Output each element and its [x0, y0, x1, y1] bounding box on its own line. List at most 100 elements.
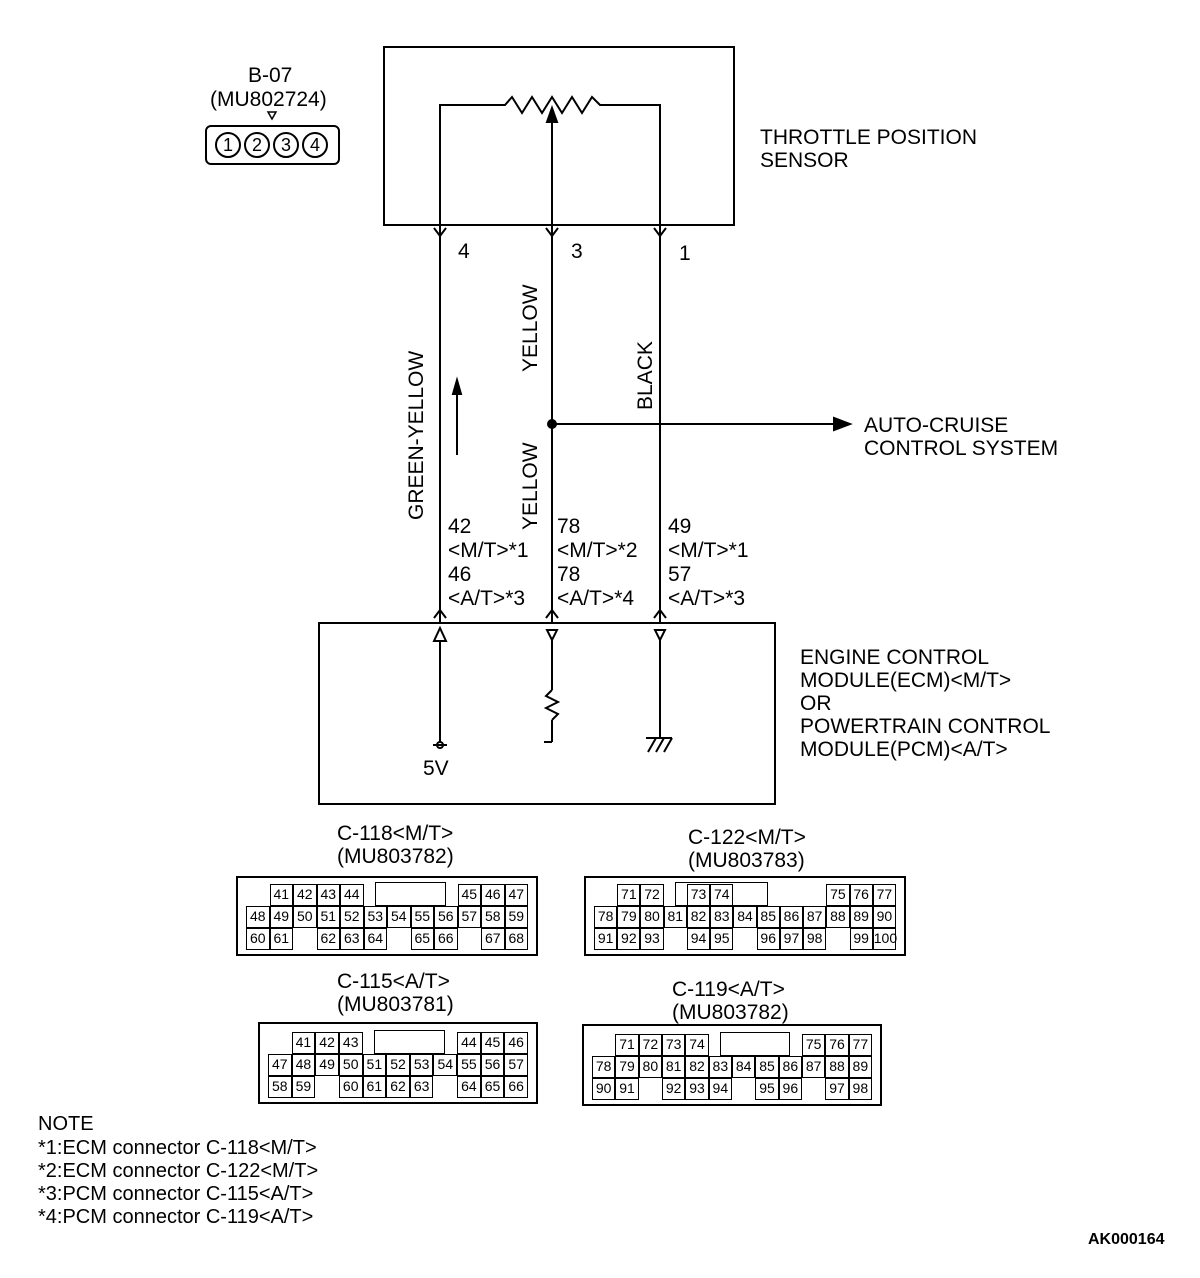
connector-pin-cell: 59 — [504, 906, 528, 928]
connector-pin-cell: 75 — [802, 1034, 826, 1056]
connector-title: C-118<M/T> — [337, 822, 454, 845]
connector-pin-cell: 58 — [481, 906, 505, 928]
ecm-resistor — [543, 689, 561, 721]
connector-pin-cell: 50 — [293, 906, 317, 928]
connector-pin-cell: 81 — [663, 906, 687, 928]
connector-pin-cell: 52 — [340, 906, 364, 928]
note-item: *1:ECM connector C-118<M/T> — [38, 1137, 317, 1159]
connector-pin-cell: 89 — [848, 1056, 872, 1078]
terminal-label: 42 — [448, 515, 472, 538]
connector-pin-cell: 90 — [592, 1078, 616, 1100]
connector-pin-cell: 94 — [708, 1078, 732, 1100]
connector-pin-cell: 49 — [315, 1054, 339, 1076]
connector-pin-cell: 43 — [316, 884, 340, 906]
connector-pin-cell: 66 — [504, 1076, 528, 1098]
auto-cruise-arrow — [833, 416, 853, 432]
connector-title: C-115<A/T> — [337, 970, 450, 993]
connector-pin-cell: 57 — [457, 906, 481, 928]
connector-pin-cell: 93 — [685, 1078, 709, 1100]
connector-pin-cell: 90 — [872, 906, 896, 928]
connector-pin-cell: 88 — [825, 1056, 849, 1078]
connector-pin-cell: 62 — [316, 928, 340, 950]
connector-pin-cell: 42 — [315, 1032, 339, 1054]
connector-pin-cell: 61 — [362, 1076, 387, 1098]
connector-pin-cell: 96 — [756, 928, 780, 950]
connector-pin-cell: 56 — [480, 1054, 505, 1076]
connector-pin-cell: 74 — [685, 1034, 709, 1056]
wire-color-yellow-upper: YELLOW — [519, 284, 542, 372]
terminal-label: <A/T>*4 — [557, 587, 635, 610]
connector-pin-cell: 76 — [849, 884, 873, 906]
connector-pin-cell: 66 — [434, 928, 458, 950]
connector-pin-cell: 41 — [269, 884, 293, 906]
terminal-label: <A/T>*3 — [668, 587, 746, 610]
connector-pin-cell: 96 — [778, 1078, 802, 1100]
connector-pin-cell: 53 — [409, 1054, 434, 1076]
throttle-position-sensor-box — [383, 46, 735, 226]
connector-pin-cell: 44 — [340, 884, 364, 906]
connector-pin-cell: 82 — [685, 1056, 709, 1078]
auto-cruise-label-line1: AUTO-CRUISE — [864, 414, 1009, 437]
terminal-label: 49 — [668, 515, 692, 538]
connector-pin-cell: 58 — [268, 1076, 292, 1098]
pin-number-1: 1 — [679, 242, 691, 265]
connector-pin-cell: 100 — [872, 928, 897, 950]
connector-pin-cell: 41 — [291, 1032, 316, 1054]
connector-pin-cell: 84 — [733, 906, 757, 928]
connector-pin-cell: 62 — [386, 1076, 410, 1098]
splice-point — [547, 419, 557, 429]
connector-pin-cell: 91 — [594, 928, 618, 950]
connector-pin-cell: 80 — [640, 906, 664, 928]
connector-pin-cell: 75 — [826, 884, 850, 906]
connector-pin-cell: 46 — [504, 1032, 528, 1054]
connector-pin-cell: 48 — [291, 1054, 316, 1076]
connector-pin-cell: 45 — [480, 1032, 505, 1054]
connector-part: (MU803783) — [688, 849, 805, 872]
connector-pin-cell: 46 — [481, 884, 505, 906]
connector-pin-cell: 45 — [457, 884, 481, 906]
connector-pin-cell: 97 — [779, 928, 804, 950]
connector-pin-cell: 67 — [481, 928, 505, 950]
connector-pin-cell: 88 — [826, 906, 850, 928]
terminal-label: 46 — [448, 563, 472, 586]
connector-pin-cell: 51 — [316, 906, 340, 928]
connector-pin-cell: 63 — [409, 1076, 434, 1098]
connector-pin-cell: 47 — [504, 884, 528, 906]
connector-pin-cell: 92 — [662, 1078, 686, 1100]
connector-part: (MU803782) — [672, 1001, 789, 1024]
connector-pin-cell: 60 — [338, 1076, 363, 1098]
ecm-label-line: ENGINE CONTROL — [800, 646, 990, 669]
sensor-connector-pin: 2 — [244, 132, 270, 158]
sensor-connector-id: B-07 — [248, 64, 293, 87]
auto-cruise-label-line2: CONTROL SYSTEM — [864, 437, 1059, 460]
connector-part: (MU803781) — [337, 993, 454, 1016]
connector-part: (MU803782) — [337, 845, 454, 868]
sensor-connector-part: (MU802724) — [210, 88, 327, 111]
connector-pin-cell: 60 — [246, 928, 270, 950]
connector-pin-cell: 98 — [803, 928, 827, 950]
connector-keyway — [675, 882, 769, 906]
connector-pin-cell: 85 — [755, 1056, 779, 1078]
connector-pin-cell: 82 — [686, 906, 711, 928]
note-item: *4:PCM connector C-119<A/T> — [38, 1206, 314, 1228]
connector-pin-cell: 78 — [594, 906, 618, 928]
wire-color-black: BLACK — [634, 341, 657, 410]
sensor-label-line1: THROTTLE POSITION — [760, 126, 978, 149]
connector-pin-cell: 87 — [803, 906, 827, 928]
connector-keyway — [720, 1032, 791, 1056]
connector-pin-cell: 43 — [338, 1032, 363, 1054]
sensor-connector-body — [205, 125, 340, 165]
potentiometer-resistor — [439, 95, 661, 225]
connector-pin-cell: 54 — [387, 906, 411, 928]
connector-pin-cell: 59 — [291, 1076, 316, 1098]
connector-pin-cell: 56 — [434, 906, 458, 928]
terminal-label: 57 — [668, 563, 692, 586]
connector-pin-cell: 84 — [732, 1056, 756, 1078]
terminal-label: <M/T>*1 — [448, 539, 529, 562]
ecm-box — [318, 622, 776, 805]
connector-pin-cell: 86 — [779, 906, 804, 928]
terminal-label: 78 — [557, 563, 581, 586]
connector-pin-cell: 55 — [410, 906, 434, 928]
